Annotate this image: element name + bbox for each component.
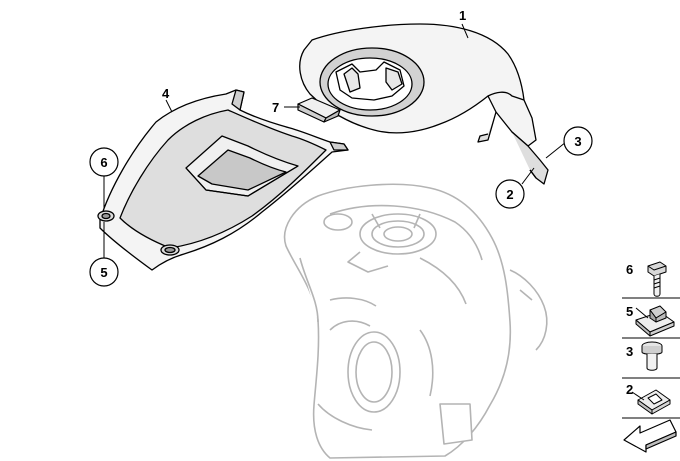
legend-row-6: 6 — [626, 261, 667, 297]
callouts: 1 4 7 6 5 3 2 — [89, 8, 593, 287]
legend-number-3: 3 — [626, 344, 633, 359]
callout-2-circle: 2 — [495, 179, 525, 209]
callout-1: 1 — [459, 8, 466, 23]
fastener-legend: 6 5 3 — [622, 255, 680, 461]
part-1-top-cover — [299, 23, 549, 185]
callout-3-circle: 3 — [563, 126, 593, 156]
legend-row-5: 5 — [626, 304, 675, 337]
legend-row-3: 3 — [626, 341, 663, 371]
part-4-front-panel — [97, 89, 349, 271]
callout-6-circle: 6 — [89, 147, 119, 177]
part-7-pad — [297, 97, 341, 123]
callout-7: 7 — [272, 100, 279, 115]
legend-row-2: 2 — [626, 382, 671, 415]
legend-number-2: 2 — [626, 382, 633, 397]
legend-number-5: 5 — [626, 304, 633, 319]
legend-number-6: 6 — [626, 262, 633, 277]
leader-lines — [103, 23, 567, 258]
callout-5: 5 — [100, 265, 107, 280]
callout-6: 6 — [100, 155, 107, 170]
callout-3: 3 — [574, 134, 581, 149]
speed-nut-icon — [635, 305, 675, 337]
hex-bolt-icon — [647, 261, 667, 297]
spring-clip-icon — [631, 389, 671, 415]
callout-5-circle: 5 — [89, 257, 119, 287]
rubber-buffer-icon — [641, 341, 663, 371]
callout-4: 4 — [162, 86, 170, 101]
callout-2: 2 — [506, 187, 513, 202]
back-arrow-icon — [623, 419, 677, 453]
fuel-tank-ghost — [283, 183, 548, 459]
